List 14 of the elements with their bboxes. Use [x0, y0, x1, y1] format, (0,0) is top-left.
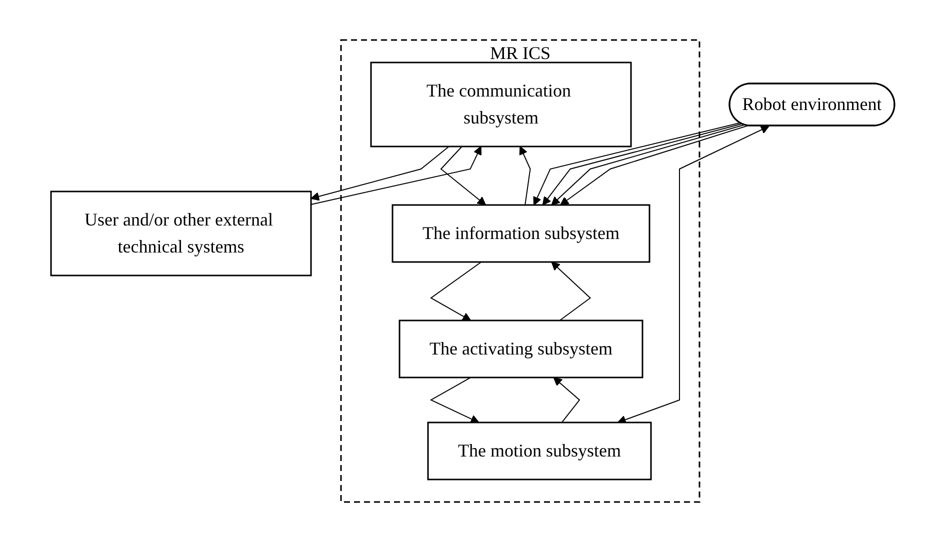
node-box: The activating subsystem — [398, 320, 643, 378]
arrow — [553, 377, 580, 423]
arrow — [430, 377, 480, 424]
node-box: The communication subsystem — [370, 62, 632, 148]
node-box: User and/or other external technical systems — [50, 190, 312, 276]
arrow — [310, 146, 482, 205]
arrow — [310, 146, 450, 201]
arrow — [617, 126, 770, 424]
arrow — [550, 262, 591, 321]
node-box: The motion subsystem — [427, 422, 652, 480]
node-box: The information subsystem — [392, 204, 650, 263]
arrow — [440, 146, 486, 206]
arrow — [519, 146, 531, 206]
arrow — [430, 262, 482, 321]
